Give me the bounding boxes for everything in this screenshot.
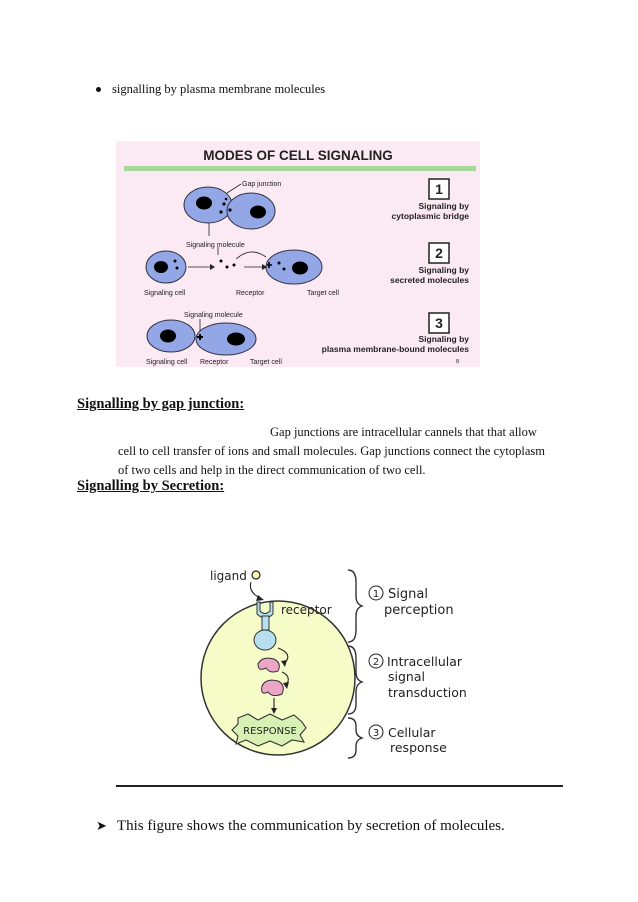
paragraph-gap-junction-line1: Gap junctions are intracellular cannels … [270,425,537,439]
mode1-line2: cytoplasmic bridge [392,211,470,221]
modes-of-cell-signaling-figure: MODES OF CELL SIGNALING Gap junction Sig… [116,141,480,367]
figure-title: MODES OF CELL SIGNALING [203,148,393,163]
step3-number: 3 [373,728,379,739]
signal-transduction-figure: ligand receptor RESPONSE 1 Signal percep… [200,569,467,759]
caption-item: ➤ This figure shows the communication by … [96,818,505,835]
mode3-number-box [428,312,450,334]
title-underline [124,166,476,171]
step2-line2: signal [388,669,425,684]
brace-1 [347,569,365,643]
bullet-item: signalling by plasma membrane molecules [96,82,325,97]
signaling-molecule-label-2: Signaling molecule [184,312,243,319]
mode2-number-box [428,242,450,264]
step1-line1: Signal [388,587,428,602]
signaling-cell-label-2: Signaling cell [146,359,188,366]
step1-line2: perception [384,603,454,618]
receptor-label: receptor [281,603,332,617]
mode3-line1: Signaling by [418,334,469,344]
mode2-line2: secreted molecules [390,275,469,285]
ligand-label: ligand [210,569,247,583]
target-cell-label-1: Target cell [307,290,339,297]
signal-protein-2 [261,679,284,697]
brace-3 [347,717,365,759]
receptor-label-1: Receptor [236,290,265,297]
signaling-cell-label-1: Signaling cell [144,290,186,297]
step1-number-circle [368,585,384,601]
gap-junction-label: Gap junction [242,181,281,188]
bullet-dot-icon [96,86,101,92]
mode1-number: 1 [435,181,443,197]
mode2-number: 2 [435,245,443,261]
receptor-label-2: Receptor [200,359,229,366]
step3-number-circle [368,724,384,740]
mode1-number-box [428,178,450,200]
mode3-line2: plasma membrane-bound molecules [322,344,470,354]
figure-page-number: 8 [456,359,459,365]
caption-text: This figure shows the communication by s… [116,818,505,834]
ligand-dot [251,570,261,580]
bullet-text: signalling by plasma membrane molecules [112,82,326,96]
cell-body [200,600,356,756]
section-heading-secretion: Signalling by Secretion: [77,478,225,494]
paragraph-gap-junction-rest: cell to cell transfer of ions and small … [118,444,545,477]
mode2-line1: Signaling by [418,265,469,275]
response-burst [231,713,307,747]
target-cell-label-2: Target cell [250,359,282,366]
brace-2 [347,645,365,715]
nucleus-1b [250,205,266,219]
signaling-molecule-label-1: Signaling molecule [186,242,245,249]
arrow-bullet-icon: ➤ [96,819,107,834]
step2-number: 2 [373,657,379,668]
step1-number: 1 [373,589,379,600]
mode1-line1: Signaling by [418,201,469,211]
step2-line1: Intracellular [387,654,463,669]
mode3-number: 3 [435,315,443,331]
target-cell-3 [195,322,257,356]
nucleus-1a [196,196,212,210]
signal-protein-1 [257,657,280,673]
step3-line1: Cellular [388,725,436,740]
step3-line2: response [390,740,447,755]
step2-number-circle [368,653,384,669]
horizontal-rule [116,785,563,787]
step2-line3: transduction [388,685,467,700]
section-heading-gap-junction: Signalling by gap junction: [77,396,245,412]
response-label: RESPONSE [243,726,297,737]
